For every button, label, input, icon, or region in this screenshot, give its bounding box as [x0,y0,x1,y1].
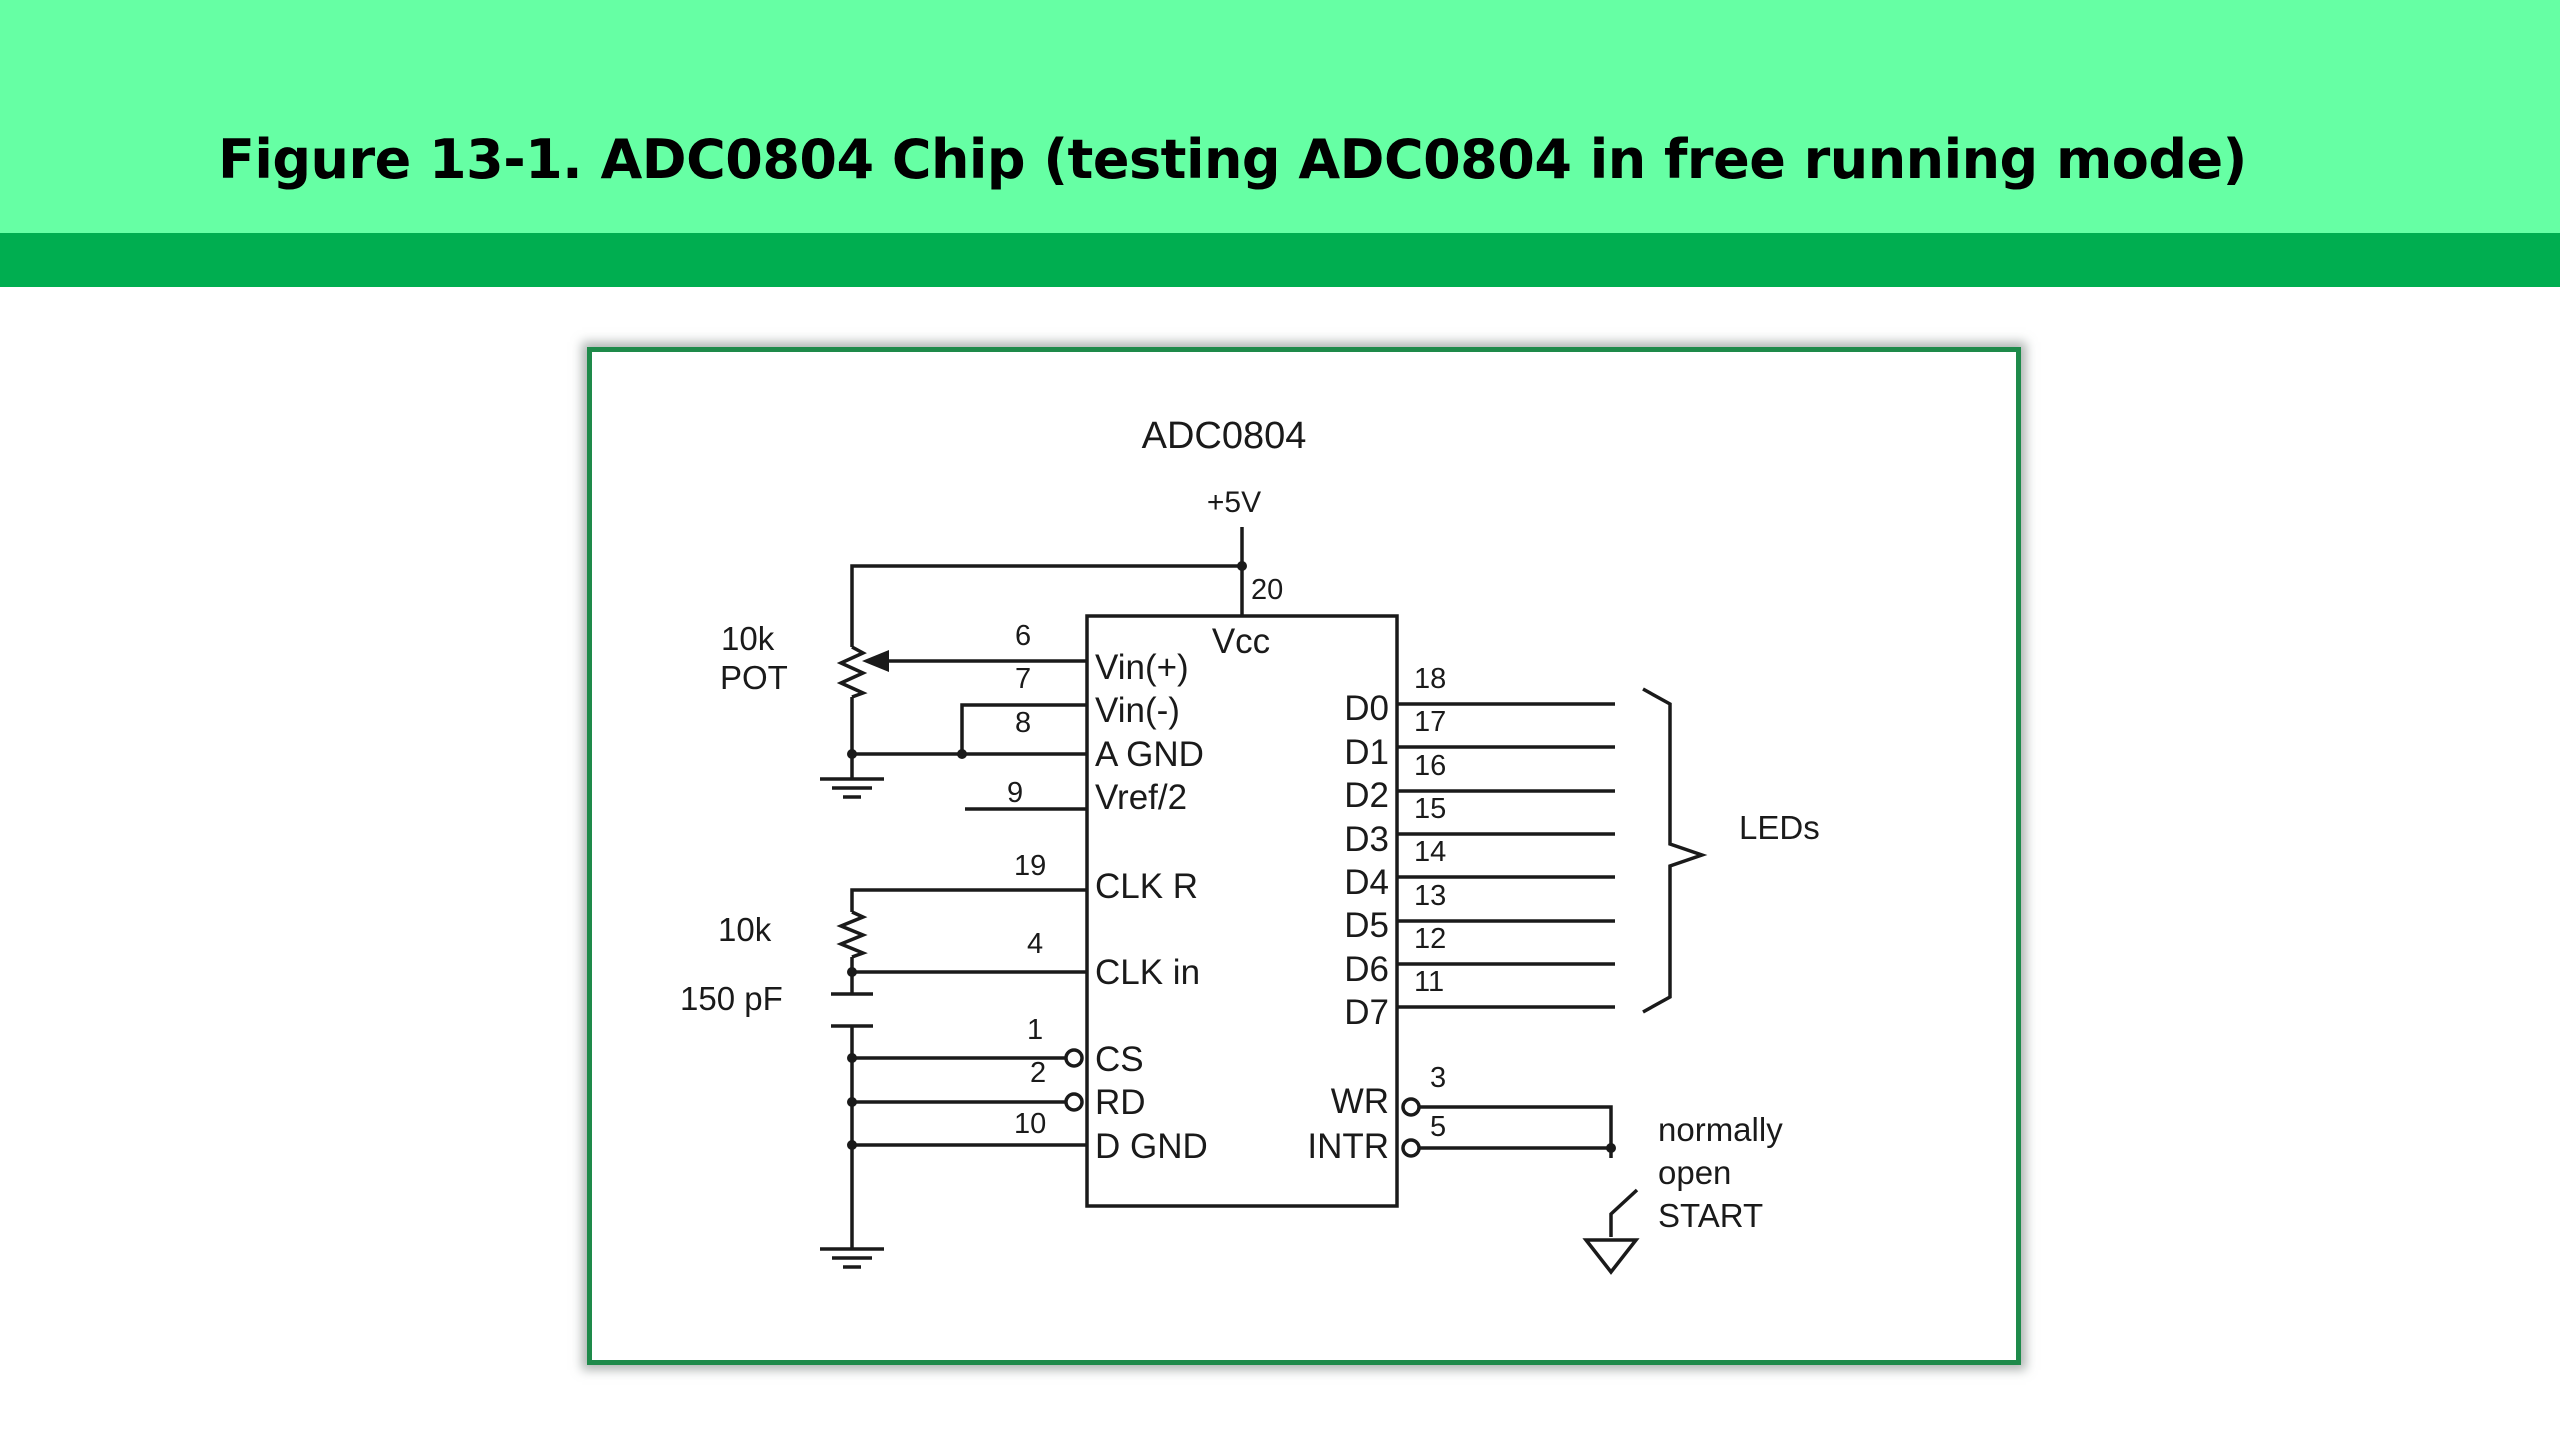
digital-ground-icon [820,1247,884,1269]
switch-label-line3: START [1658,1197,1763,1234]
signal-d7: D7 [1344,993,1389,1032]
pin-number-15: 15 [1414,793,1446,825]
pin-number-19: 19 [1014,850,1046,882]
signal-rd: RD [1095,1083,1146,1122]
chip-name: ADC0804 [1142,415,1307,457]
vin-minus-wire [960,703,1087,754]
pot-name-label: POT [720,659,788,696]
supply-label: +5V [1207,486,1261,519]
pot-top-wire [850,564,1242,647]
clk-in-junction [847,967,857,977]
clock-capacitor-label: 150 pF [680,980,783,1017]
signal-d4: D4 [1344,863,1389,902]
pin-number-6: 6 [1015,620,1031,652]
signal-d1: D1 [1344,733,1389,772]
pin-number-20: 20 [1251,574,1283,606]
signal-vin-plus: Vin(+) [1095,648,1189,687]
pot-wiper-arrow-icon [862,650,889,672]
leds-brace-icon [1642,687,1708,1014]
adc-chip-body [1085,614,1399,1208]
title-band: Figure 13-1. ADC0804 Chip (testing ADC08… [0,0,2560,233]
rd-junction [847,1097,857,1107]
output-pins: D0 D1 D2 D3 D4 D5 D6 D7 18 17 16 15 14 1… [1344,663,1615,1032]
pin-number-13: 13 [1414,880,1446,912]
signal-d3: D3 [1344,820,1389,859]
signal-vin-minus: Vin(-) [1095,691,1180,730]
pin-number-17: 17 [1414,706,1446,738]
signal-d-gnd: D GND [1095,1127,1208,1166]
clock-resistor-icon [836,910,868,959]
switch-ground-triangle-icon [1582,1238,1640,1275]
agnd-junction-mid [957,749,967,759]
intr-inversion-bubble [1401,1138,1421,1158]
agnd-junction-left [847,749,857,759]
clock-resistor-label: 10k [718,911,772,948]
signal-d2: D2 [1344,776,1389,815]
pin-number-14: 14 [1414,836,1446,868]
vcc-signal-label: Vcc [1212,622,1270,661]
adc0804-schematic: ADC0804 +5V 20 Vcc Vin(+) Vin(-) A GND V… [680,415,1820,1275]
pin-number-3: 3 [1430,1062,1446,1094]
switch-label-line2: open [1658,1154,1731,1191]
signal-d5: D5 [1344,906,1389,945]
potentiometer-resistor-icon [836,645,868,699]
figure-frame [587,347,2021,1365]
signal-vref2: Vref/2 [1095,778,1187,817]
signal-clk-r: CLK R [1095,867,1198,906]
slide-title: Figure 13-1. ADC0804 Chip (testing ADC08… [218,128,2247,191]
pin-number-4: 4 [1027,928,1043,960]
pin-number-8: 8 [1015,707,1031,739]
pot-value-label: 10k [721,620,775,657]
accent-bar [0,233,2560,287]
leds-label: LEDs [1739,809,1820,846]
signal-d6: D6 [1344,950,1389,989]
start-switch-icon [1609,1148,1639,1237]
signal-d0: D0 [1344,689,1389,728]
signal-wr: WR [1331,1082,1389,1121]
switch-label-line1: normally [1658,1111,1783,1148]
signal-cs: CS [1095,1040,1144,1079]
wr-inversion-bubble [1401,1097,1421,1117]
signal-clk-in: CLK in [1095,953,1200,992]
pin-number-2: 2 [1030,1057,1046,1089]
rd-inversion-bubble [1064,1092,1084,1112]
signal-a-gnd: A GND [1095,735,1204,774]
clk-r-wire [850,888,1087,912]
signal-intr: INTR [1307,1127,1389,1166]
pin-number-10: 10 [1014,1108,1046,1140]
cs-junction [847,1053,857,1063]
pin-number-5: 5 [1430,1111,1446,1143]
clock-capacitor-icon [831,992,873,1028]
analog-ground-icon [820,777,884,799]
pin-number-11: 11 [1414,966,1444,998]
pin-number-12: 12 [1414,923,1446,955]
pin-number-1: 1 [1027,1014,1043,1046]
pin-number-16: 16 [1414,750,1446,782]
cs-inversion-bubble [1064,1048,1084,1068]
pin-number-18: 18 [1414,663,1446,695]
dgnd-junction [847,1140,857,1150]
wr-wire [1419,1105,1613,1148]
pin-number-9: 9 [1007,777,1023,809]
pin-number-7: 7 [1015,663,1031,695]
